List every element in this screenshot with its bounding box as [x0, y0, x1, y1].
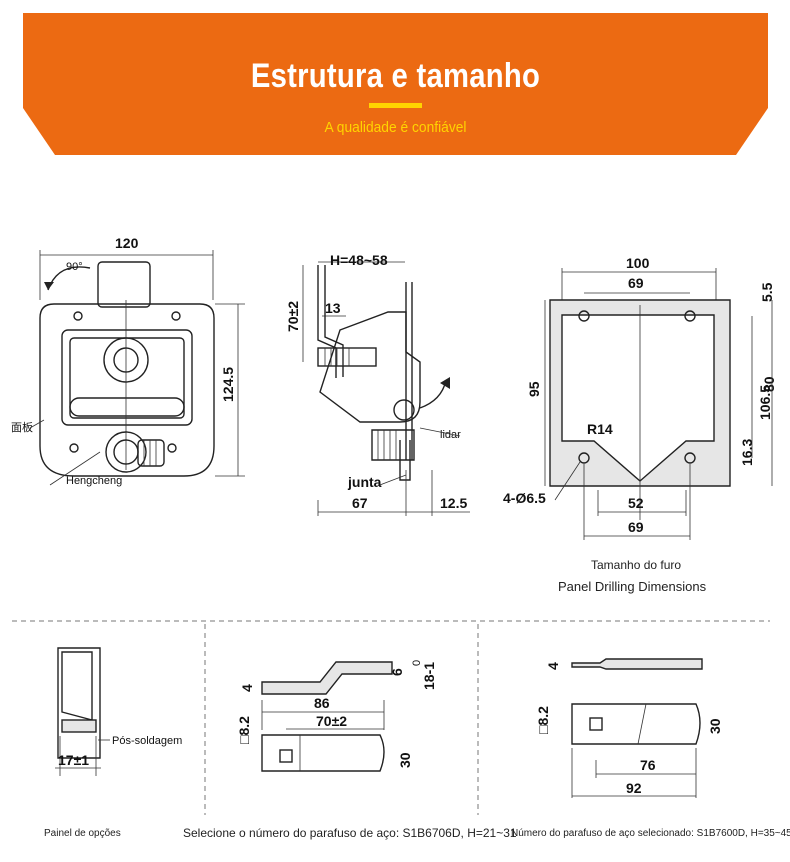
banner-background [23, 13, 768, 155]
dim-70: 70±2 [285, 301, 301, 332]
panel-label: 面板 [11, 420, 33, 434]
dim-5-5: 5.5 [759, 282, 775, 302]
holes-label: 4-Ø6.5 [503, 490, 546, 506]
brand-label: Hengcheng [66, 475, 122, 487]
rotation-label: 90° [66, 261, 83, 273]
side-view: H=48~58 70±2 13 lidar junta [285, 252, 470, 516]
drilling-caption-en: Panel Drilling Dimensions [558, 579, 707, 594]
dim-52: 52 [628, 495, 644, 511]
dim-h-range: H=48~58 [330, 252, 388, 268]
weld-label: Pós-soldagem [112, 735, 182, 747]
dim-17: 17±1 [58, 752, 89, 768]
option-panel-caption: Painel de opções [44, 828, 121, 839]
panel-drilling: 100 69 R14 95 80 106.5 5.5 16.3 52 69 4-… [503, 255, 777, 540]
dim-67: 67 [352, 495, 368, 511]
dim-76: 76 [640, 757, 656, 773]
drilling-caption-pt: Tamanho do furo [591, 558, 682, 572]
dim-30-b: 30 [707, 718, 723, 734]
dim-8-2-a: □8.2 [236, 716, 252, 744]
banner-title: Estrutura e tamanho [250, 57, 541, 95]
dim-front-width: 120 [115, 235, 139, 251]
banner-accent-bar [369, 103, 422, 108]
front-view: 120 90° Hengcheng 124.5 面板 [11, 235, 245, 487]
handle-label: lidar [440, 429, 461, 441]
header-banner: Estrutura e tamanho A qualidade é confiá… [23, 13, 768, 155]
dim-0: 0 [411, 660, 423, 666]
dim-12-5: 12.5 [440, 495, 467, 511]
dim-16-3: 16.3 [739, 439, 755, 466]
option-panel: 17±1 Pós-soldagem [55, 647, 182, 776]
dim-92: 92 [626, 780, 642, 796]
dim-70-2: 70±2 [316, 713, 347, 729]
radius-label: R14 [587, 421, 613, 437]
option-bolt-a-caption: Selecione o número do parafuso de aço: S… [183, 826, 517, 840]
option-bolt-b-caption: Número do parafuso de aço selecionado: S… [511, 828, 790, 839]
option-bolt-b: 4 □8.2 30 76 92 [535, 658, 723, 798]
option-bolt-a: 6 0 18-1 4 86 70±2 □8.2 30 [236, 660, 437, 772]
dim-100: 100 [626, 255, 650, 271]
dim-106-5: 106.5 [757, 385, 773, 420]
dim-95: 95 [526, 381, 542, 397]
dim-69-bottom: 69 [628, 519, 644, 535]
dim-6: 6 [389, 668, 405, 676]
dim-front-height: 124.5 [220, 367, 236, 402]
dim-80: 80 [761, 376, 777, 392]
dim-86: 86 [314, 695, 330, 711]
dim-8-2-b: □8.2 [535, 706, 551, 734]
dim-30-a: 30 [397, 752, 413, 768]
gasket-label: junta [347, 474, 382, 490]
banner-subtitle: A qualidade é confiável [324, 119, 467, 136]
dim-4-a: 4 [239, 684, 255, 692]
dim-4-b: 4 [545, 662, 561, 670]
dim-13: 13 [325, 300, 341, 316]
dim-69-top: 69 [628, 275, 644, 291]
dim-18-1: 18-1 [421, 662, 437, 690]
